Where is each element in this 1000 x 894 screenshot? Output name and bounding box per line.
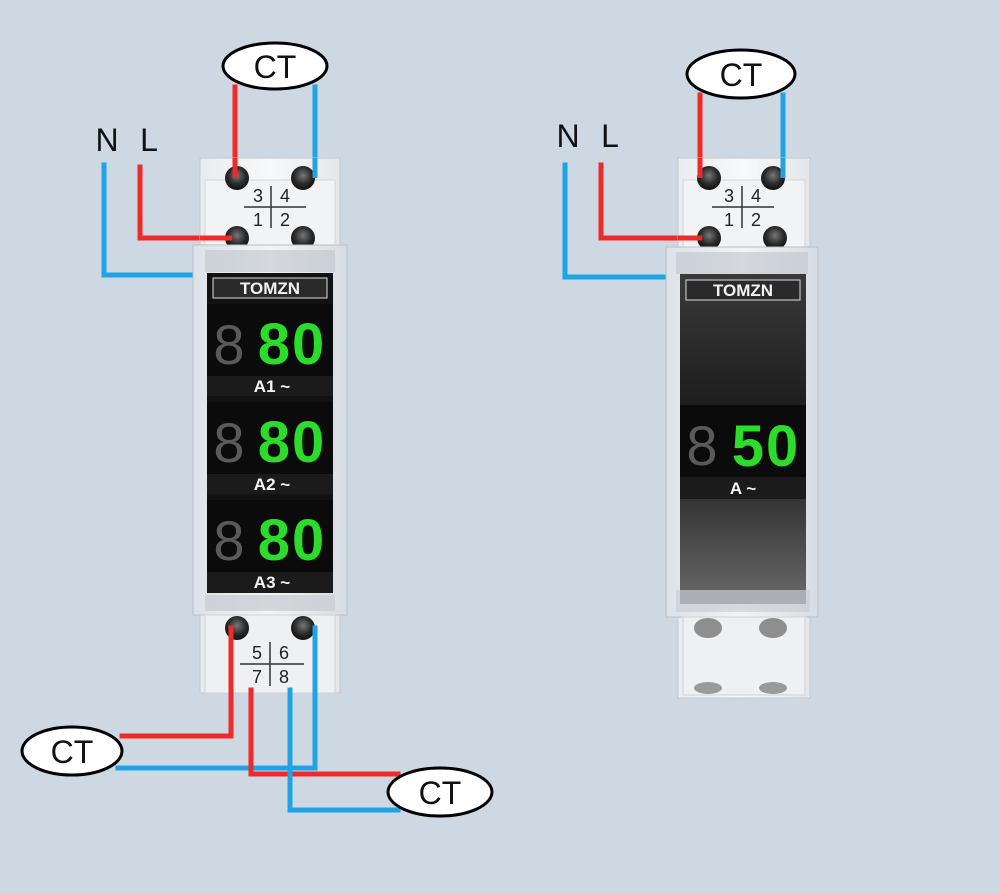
right-screw-3 <box>697 166 721 190</box>
terminal-1-label: 1 <box>253 210 263 230</box>
left-live-label: L <box>140 122 158 158</box>
left-channel-2-dim-digit: 8 <box>213 411 244 474</box>
left-channel-1-dim-digit: 8 <box>213 313 244 376</box>
left-top-ct: CT <box>221 41 329 91</box>
right-top-ct: CT <box>685 48 797 100</box>
right-channel-1: 8 50 A ~ <box>680 405 806 499</box>
left-channel-3-dim-digit: 8 <box>213 509 244 572</box>
right-channel-1-reading: 50 <box>732 414 801 479</box>
left-channel-2-reading: 80 <box>258 410 327 475</box>
right-terminal-1-label: 1 <box>724 210 734 230</box>
left-channel-3: 8 80 A3 ~ <box>207 500 333 593</box>
right-terminal-3-label: 3 <box>724 186 734 206</box>
ct1-blue-wire <box>115 625 318 771</box>
left-screw-1 <box>225 226 249 250</box>
left-channel-3-label: A3 ~ <box>254 573 290 592</box>
left-channel-1: 8 80 A1 ~ <box>207 304 333 396</box>
ct2-blue-wire <box>287 687 401 813</box>
right-terminal-4-label: 4 <box>751 186 761 206</box>
right-live-wire <box>598 162 707 241</box>
left-top-terminal-labels: 3 4 1 2 <box>244 186 306 230</box>
right-screw-4 <box>761 166 785 190</box>
terminal-8-label: 8 <box>279 667 289 687</box>
left-screw-6 <box>291 616 315 640</box>
right-screw-1 <box>697 226 721 250</box>
left-bottom-ct-1: CT <box>20 725 124 777</box>
terminal-2-label: 2 <box>280 210 290 230</box>
left-brand-logo: TOMZN <box>240 279 300 298</box>
left-screw-4 <box>291 166 315 190</box>
right-live-label: L <box>601 118 619 154</box>
left-channel-1-label: A1 ~ <box>254 377 290 396</box>
right-channel-1-label: A ~ <box>730 479 756 498</box>
left-bottom-ct-1-label: CT <box>51 734 94 770</box>
left-bottom-ct-2-label: CT <box>419 775 462 811</box>
left-meter: 3 4 1 2 TOMZN 8 80 A1 ~ 8 80 A2 ~ <box>20 41 494 818</box>
right-top-ct-label: CT <box>720 57 763 93</box>
left-channel-2-label: A2 ~ <box>254 475 290 494</box>
terminal-6-label: 6 <box>279 643 289 663</box>
right-brand-logo: TOMZN <box>713 281 773 300</box>
right-terminal-2-label: 2 <box>751 210 761 230</box>
ct1-red-wire <box>119 625 234 739</box>
left-channel-3-reading: 80 <box>258 508 327 573</box>
left-top-ct-label: CT <box>254 49 297 85</box>
right-meter: 3 4 1 2 TOMZN 8 50 A ~ N L CT <box>556 48 819 699</box>
terminal-5-label: 5 <box>252 643 262 663</box>
terminal-3-label: 3 <box>253 186 263 206</box>
left-screw-2 <box>291 226 315 250</box>
terminal-4-label: 4 <box>280 186 290 206</box>
left-bottom-terminal-labels: 5 6 7 8 <box>240 642 304 687</box>
left-bottom-wires <box>115 625 401 813</box>
left-neutral-label: N <box>95 122 118 158</box>
right-neutral-label: N <box>556 118 579 154</box>
right-channel-1-dim-digit: 8 <box>686 414 717 477</box>
terminal-7-label: 7 <box>252 667 262 687</box>
left-channel-2: 8 80 A2 ~ <box>207 402 333 494</box>
left-bottom-ct-2: CT <box>386 766 494 818</box>
right-screw-2 <box>763 226 787 250</box>
ct2-red-wire <box>248 687 401 777</box>
left-channel-1-reading: 80 <box>258 312 327 377</box>
right-top-terminal-labels: 3 4 1 2 <box>712 186 774 230</box>
